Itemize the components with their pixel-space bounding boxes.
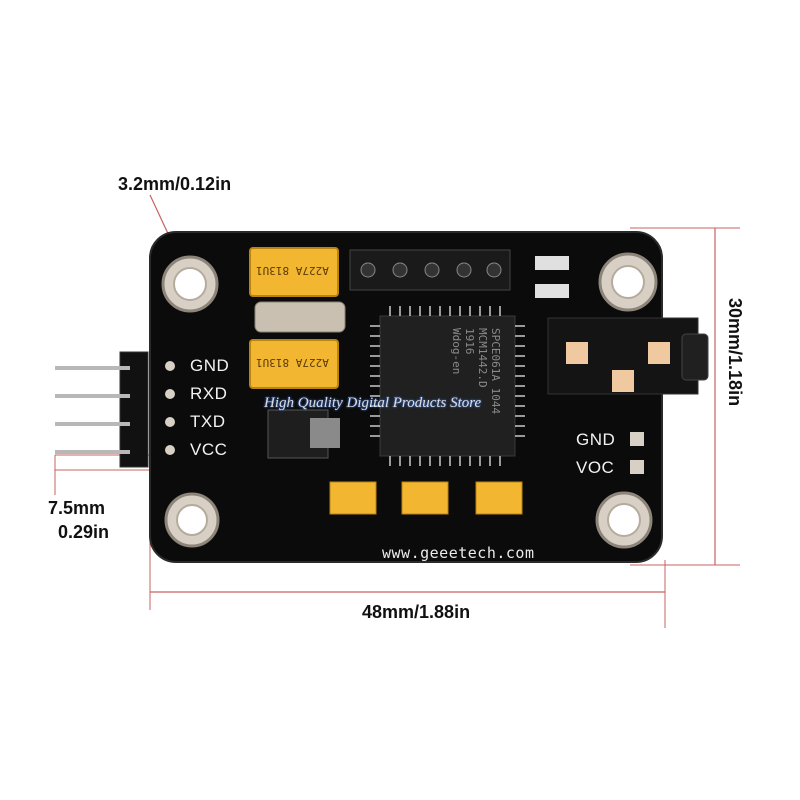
pin-header (55, 351, 175, 468)
width-dimension-label: 48mm/1.88in (362, 602, 471, 622)
mounting-hole-top-left (161, 255, 219, 313)
side-label-voc: VOC (576, 458, 615, 477)
crystal (254, 301, 346, 333)
capacitor-small-1 (329, 481, 377, 515)
audio-jack (547, 317, 709, 395)
pin-label-rxd: RXD (190, 384, 228, 403)
capacitor-middle (249, 339, 339, 389)
voc-pad (630, 460, 644, 474)
side-label-gnd: GND (576, 430, 616, 449)
pin-label-txd: TXD (190, 412, 226, 431)
capacitor-small-2 (401, 481, 449, 515)
top-pin-header (349, 249, 511, 291)
capacitor-marking-top: A227A 813U1 (256, 264, 329, 277)
led-2 (535, 284, 569, 298)
mounting-hole-bottom-left (164, 492, 220, 548)
pin-label-vcc: VCC (190, 440, 228, 459)
capacitor-marking-middle: A227A 813U1 (256, 356, 329, 369)
mounting-hole-top-right (598, 252, 658, 312)
capacitor-top (249, 247, 339, 297)
pitch-dimension-label-mm: 7.5mm (48, 498, 106, 518)
store-watermark: High Quality Digital Products Store (264, 395, 482, 411)
mounting-hole-bottom-right (595, 491, 653, 549)
pin-label-gnd: GND (190, 356, 230, 375)
led-1 (535, 256, 569, 270)
capacitor-small-3 (475, 481, 523, 515)
hole-dimension-label: 3.2mm/0.12in (118, 174, 232, 194)
height-dimension-label: 30mm/1.18in (725, 298, 745, 407)
main-ic-chip (370, 306, 525, 466)
board-url: www.geeetech.com (382, 544, 535, 562)
gnd-pad (630, 432, 644, 446)
pitch-dimension-label-in: 0.29in (58, 522, 110, 542)
regulator-tab (310, 418, 340, 448)
